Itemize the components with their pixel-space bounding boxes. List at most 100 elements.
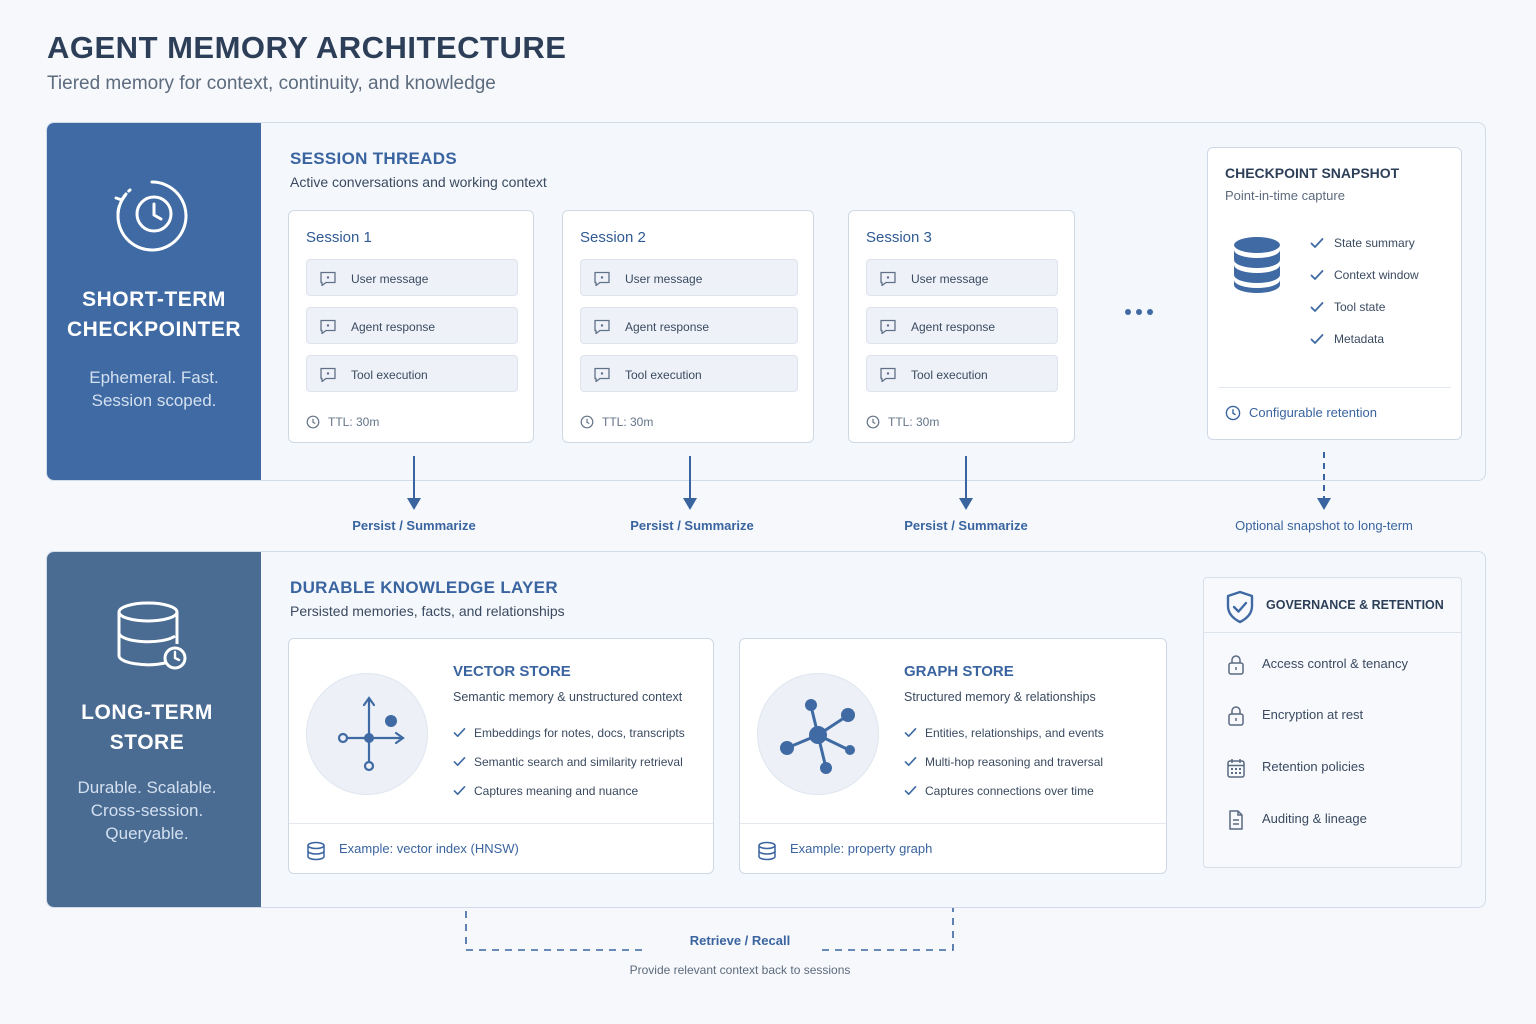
message-item[interactable]: Agent response [306, 307, 518, 344]
check-icon [904, 728, 917, 737]
governance-header: GOVERNANCE & RETENTION [1204, 578, 1461, 633]
governance-item-retention: Retention policies [1226, 759, 1365, 778]
chat-icon [594, 319, 610, 335]
vector-store-example: Example: vector index (HNSW) [306, 841, 519, 861]
database-clock-icon [117, 601, 187, 670]
long-term-desc: Durable. Scalable. Cross-session. Querya… [77, 778, 217, 843]
graph-store-card[interactable]: GRAPH STORE Structured memory & relation… [739, 638, 1167, 874]
governance-item-access-control: Access control & tenancy [1226, 655, 1408, 675]
chat-icon [594, 271, 610, 287]
retrieve-recall-sub: Provide relevant context back to session… [629, 963, 851, 977]
session-card-3[interactable]: Session 3 User message Agent response To… [848, 210, 1075, 443]
chat-icon [880, 367, 896, 383]
document-icon [1229, 810, 1243, 830]
durable-layer-title: DURABLE KNOWLEDGE LAYER [290, 578, 558, 597]
session-card-2[interactable]: Session 2 User message Agent response To… [562, 210, 814, 443]
checkpoint-item: State summary [1310, 236, 1415, 250]
lock-icon [1228, 655, 1244, 675]
clock-icon [580, 415, 594, 429]
chat-icon [594, 367, 610, 383]
vector-axes-icon [337, 696, 405, 772]
vector-store-item: Semantic search and similarity retrieval [453, 755, 683, 769]
message-item[interactable]: User message [866, 259, 1058, 296]
graph-store-subtitle: Structured memory & relationships [904, 690, 1096, 704]
checkpoint-subtitle: Point-in-time capture [1225, 188, 1345, 203]
short-term-desc: Ephemeral. Fast. Session scoped. [89, 368, 219, 410]
message-item[interactable]: Tool execution [306, 355, 518, 392]
long-term-title: LONG-TERM STORE [81, 701, 213, 754]
session-card-1[interactable]: Session 1 User message Agent response To… [288, 210, 534, 443]
session-threads-title: SESSION THREADS [290, 149, 457, 168]
message-item[interactable]: User message [306, 259, 518, 296]
chat-icon [880, 319, 896, 335]
session-title: Session 2 [580, 229, 646, 246]
ttl-label: TTL: 30m [306, 415, 379, 429]
checkpoint-item: Context window [1310, 268, 1419, 282]
checkpoint-snapshot-card[interactable]: CHECKPOINT SNAPSHOT Point-in-time captur… [1207, 147, 1462, 440]
clock-icon [306, 415, 320, 429]
checkpoint-item: Metadata [1310, 332, 1384, 346]
database-icon [1234, 237, 1280, 293]
vector-store-card[interactable]: VECTOR STORE Semantic memory & unstructu… [288, 638, 714, 874]
governance-card[interactable]: GOVERNANCE & RETENTION Access control & … [1203, 577, 1462, 868]
checkpoint-retention: Configurable retention [1225, 405, 1377, 421]
session-threads-sub: Active conversations and working context [290, 174, 547, 190]
vector-store-subtitle: Semantic memory & unstructured context [453, 690, 683, 704]
durable-layer-sub: Persisted memories, facts, and relations… [290, 603, 565, 619]
persist-label-1: Persist / Summarize [352, 518, 476, 533]
message-item[interactable]: User message [580, 259, 798, 296]
chat-icon [320, 367, 336, 383]
message-item[interactable]: Agent response [866, 307, 1058, 344]
chat-icon [320, 319, 336, 335]
lock-icon [1228, 706, 1244, 726]
message-item[interactable]: Tool execution [580, 355, 798, 392]
chat-icon [320, 271, 336, 287]
ttl-label: TTL: 30m [580, 415, 653, 429]
vector-icon-bg [306, 673, 428, 795]
graph-store-item: Entities, relationships, and events [904, 726, 1104, 740]
shield-check-icon [1226, 590, 1254, 624]
more-sessions-ellipsis-icon [1125, 302, 1158, 320]
graph-store-title: GRAPH STORE [904, 663, 1014, 680]
graph-store-example: Example: property graph [757, 841, 932, 861]
short-term-title: SHORT-TERM CHECKPOINTER [66, 288, 241, 341]
check-icon [1310, 302, 1324, 312]
check-icon [453, 757, 466, 766]
check-icon [1310, 334, 1324, 344]
message-item[interactable]: Tool execution [866, 355, 1058, 392]
checkpoint-item: Tool state [1310, 300, 1385, 314]
message-item[interactable]: Agent response [580, 307, 798, 344]
graph-store-item: Multi-hop reasoning and traversal [904, 755, 1103, 769]
vector-store-title: VECTOR STORE [453, 663, 571, 680]
check-icon [1310, 238, 1324, 248]
ttl-label: TTL: 30m [866, 415, 939, 429]
page-subtitle: Tiered memory for context, continuity, a… [47, 73, 496, 94]
session-title: Session 3 [866, 229, 932, 246]
check-icon [904, 757, 917, 766]
database-icon [307, 841, 325, 861]
graph-network-icon [780, 699, 855, 774]
page-title: AGENT MEMORY ARCHITECTURE [47, 30, 567, 65]
check-icon [453, 786, 466, 795]
check-icon [453, 728, 466, 737]
clock-icon [1225, 405, 1241, 421]
governance-item-encryption: Encryption at rest [1226, 706, 1363, 726]
divider [1218, 387, 1451, 388]
persist-label-3: Persist / Summarize [904, 518, 1028, 533]
vector-store-item: Embeddings for notes, docs, transcripts [453, 726, 685, 740]
retrieve-recall-label: Retrieve / Recall [689, 933, 791, 948]
check-icon [904, 786, 917, 795]
clock-history-icon [114, 180, 188, 252]
checkpoint-title: CHECKPOINT SNAPSHOT [1225, 165, 1400, 181]
graph-store-item: Captures connections over time [904, 784, 1094, 798]
short-term-sidebar: SHORT-TERM CHECKPOINTER Ephemeral. Fast.… [47, 123, 261, 480]
persist-label-2: Persist / Summarize [630, 518, 754, 533]
check-icon [1310, 270, 1324, 280]
vector-store-item: Captures meaning and nuance [453, 784, 638, 798]
governance-item-auditing: Auditing & lineage [1226, 810, 1367, 830]
calendar-icon [1227, 759, 1245, 778]
clock-icon [866, 415, 880, 429]
session-title: Session 1 [306, 229, 372, 246]
divider [289, 823, 713, 824]
database-icon [758, 841, 776, 861]
